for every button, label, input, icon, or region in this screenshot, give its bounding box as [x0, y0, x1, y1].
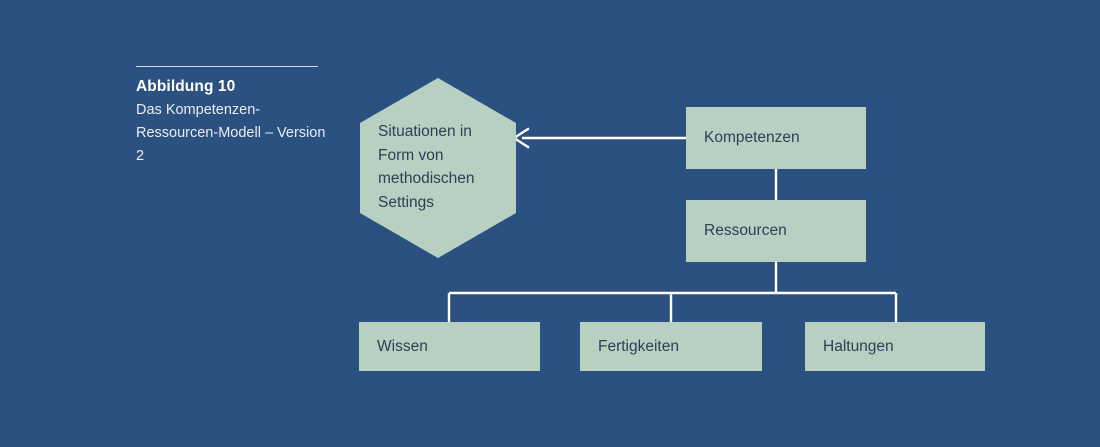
hex-label-line-1: Situationen in	[378, 123, 472, 140]
hex-label-line-4: Settings	[378, 193, 435, 211]
node-haltungen-label: Haltungen	[823, 337, 894, 355]
node-situationen[interactable]: Situationen in Form von methodischen Set…	[360, 78, 516, 258]
caption-rule	[136, 66, 318, 67]
node-ressourcen[interactable]: Ressourcen	[686, 200, 866, 262]
node-fertigkeiten-label: Fertigkeiten	[598, 337, 679, 355]
edge-kompetenzen-to-situationen	[511, 127, 686, 149]
caption-text: Das Kompetenzen-Ressourcen-Modell – Vers…	[136, 102, 326, 164]
caption-number: Abbildung 10	[136, 78, 236, 95]
node-wissen[interactable]: Wissen	[359, 322, 540, 371]
figure-caption: Abbildung 10 Das Kompetenzen-Ressourcen-…	[136, 66, 326, 168]
node-wissen-label: Wissen	[377, 337, 428, 355]
hexagon-shape-icon	[360, 78, 516, 258]
hex-label-line-3: methodischen	[378, 170, 475, 187]
node-fertigkeiten[interactable]: Fertigkeiten	[580, 322, 762, 371]
node-situationen-label: Situationen in Form von methodischen Set…	[378, 120, 506, 214]
node-haltungen[interactable]: Haltungen	[805, 322, 985, 371]
node-kompetenzen[interactable]: Kompetenzen	[686, 107, 866, 169]
edge-ressourcen-to-children	[447, 262, 898, 322]
hex-label-line-2: Form von	[378, 146, 444, 164]
node-ressourcen-label: Ressourcen	[704, 222, 787, 239]
node-kompetenzen-label: Kompetenzen	[704, 129, 800, 146]
